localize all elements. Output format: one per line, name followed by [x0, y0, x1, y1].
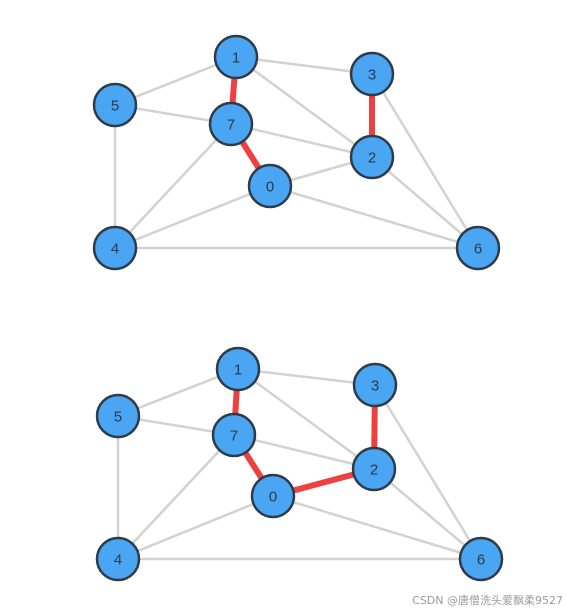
node-circle-bottom-4	[95, 536, 141, 582]
node-label-bottom-7: 7	[230, 428, 238, 445]
node-circle-bottom-7	[211, 412, 257, 458]
node-bottom-2: 2	[351, 446, 397, 492]
node-circle-top-1	[213, 34, 259, 80]
node-label-top-3: 3	[368, 67, 376, 84]
watermark-text: CSDN @唐僧洗头爱飘柔9527	[412, 594, 563, 607]
edge-top-3-6	[370, 72, 480, 250]
edge-bottom-2-6	[372, 467, 483, 561]
edge-top-7-2	[229, 122, 374, 159]
edge-top-1-2	[234, 55, 374, 159]
graph-top: 0 1 2 3 4 5 6 7	[92, 34, 501, 271]
node-circle-bottom-3	[352, 362, 398, 408]
node-bottom-3: 3	[352, 362, 398, 408]
node-label-bottom-6: 6	[477, 552, 485, 569]
node-label-top-0: 0	[266, 179, 274, 196]
node-circle-top-5	[92, 82, 138, 128]
node-top-7: 7	[208, 101, 254, 147]
node-label-bottom-4: 4	[114, 552, 122, 569]
node-label-bottom-1: 1	[234, 362, 242, 379]
node-top-5: 5	[92, 82, 138, 128]
node-top-6: 6	[455, 225, 501, 271]
edge-top-0-6	[268, 184, 480, 250]
edge-bottom-0-6	[271, 494, 483, 561]
node-top-0: 0	[247, 163, 293, 209]
node-circle-top-3	[349, 51, 395, 97]
node-label-bottom-0: 0	[269, 489, 277, 506]
node-label-top-6: 6	[474, 241, 482, 258]
edge-bottom-3-6	[373, 383, 483, 561]
edge-bottom-7-2	[232, 433, 376, 471]
edge-top-2-6	[370, 155, 480, 250]
node-circle-bottom-6	[458, 536, 504, 582]
node-label-top-1: 1	[232, 50, 240, 67]
node-circle-top-2	[349, 134, 395, 180]
edge-top-1-3	[234, 55, 374, 76]
node-top-2: 2	[349, 134, 395, 180]
node-circle-bottom-1	[215, 346, 261, 392]
edge-bottom-0-4	[116, 494, 275, 561]
edge-bottom-1-3	[236, 367, 377, 387]
node-bottom-6: 6	[458, 536, 504, 582]
node-label-top-4: 4	[111, 241, 119, 258]
node-label-top-5: 5	[111, 98, 119, 115]
graph-bottom: 0 1 2 3 4 5 6 7	[95, 346, 504, 582]
node-circle-bottom-0	[250, 473, 296, 519]
node-circle-top-4	[92, 225, 138, 271]
node-top-4: 4	[92, 225, 138, 271]
node-circle-top-0	[247, 163, 293, 209]
edge-top-7-4	[113, 122, 233, 250]
node-bottom-7: 7	[211, 412, 257, 458]
node-circle-bottom-2	[351, 446, 397, 492]
node-circle-bottom-5	[95, 393, 141, 439]
node-top-3: 3	[349, 51, 395, 97]
node-label-top-2: 2	[368, 150, 376, 167]
node-bottom-1: 1	[215, 346, 261, 392]
node-label-bottom-5: 5	[114, 409, 122, 426]
node-label-top-7: 7	[227, 117, 235, 134]
node-label-bottom-2: 2	[370, 462, 378, 479]
node-circle-top-7	[208, 101, 254, 147]
node-top-1: 1	[213, 34, 259, 80]
edge-bottom-1-2	[236, 367, 376, 471]
node-label-bottom-3: 3	[371, 378, 379, 395]
node-bottom-5: 5	[95, 393, 141, 439]
edge-top-0-4	[113, 184, 272, 250]
node-bottom-4: 4	[95, 536, 141, 582]
edge-bottom-7-4	[116, 433, 236, 561]
node-bottom-0: 0	[250, 473, 296, 519]
node-circle-top-6	[455, 225, 501, 271]
